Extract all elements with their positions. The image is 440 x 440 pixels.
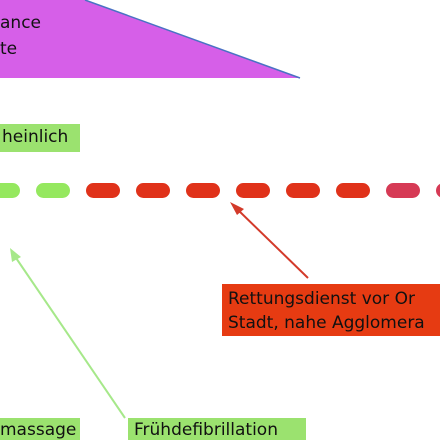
red-label-line1: Rettungsdienst vor Or bbox=[228, 289, 415, 309]
timeline-dash bbox=[186, 183, 220, 198]
red-label-line2: Stadt, nahe Agglomera bbox=[228, 313, 425, 333]
timeline-dash bbox=[0, 183, 20, 198]
timeline-dashes bbox=[0, 183, 440, 198]
timeline-dash bbox=[236, 183, 270, 198]
top-triangle-edge bbox=[84, 0, 301, 79]
timeline-dash bbox=[386, 183, 420, 198]
bottom-left-label: massage bbox=[0, 418, 80, 440]
top-shape-text-line2: te bbox=[0, 39, 18, 59]
top-triangle-shape bbox=[0, 0, 300, 78]
timeline-dash bbox=[86, 183, 120, 198]
green-top-label: heinlich bbox=[0, 124, 80, 152]
bottom-right-label: Frühdefibrillation bbox=[128, 418, 306, 440]
red-label-box: Rettungsdienst vor Or Stadt, nahe Agglom… bbox=[222, 284, 440, 336]
top-shape-text-line1: ance bbox=[0, 13, 41, 33]
timeline-dash bbox=[336, 183, 370, 198]
timeline-dash bbox=[286, 183, 320, 198]
red-arrow bbox=[230, 202, 309, 279]
green-arrow bbox=[10, 248, 126, 419]
timeline-dash bbox=[136, 183, 170, 198]
timeline-dash bbox=[436, 183, 440, 198]
timeline-dash bbox=[36, 183, 70, 198]
